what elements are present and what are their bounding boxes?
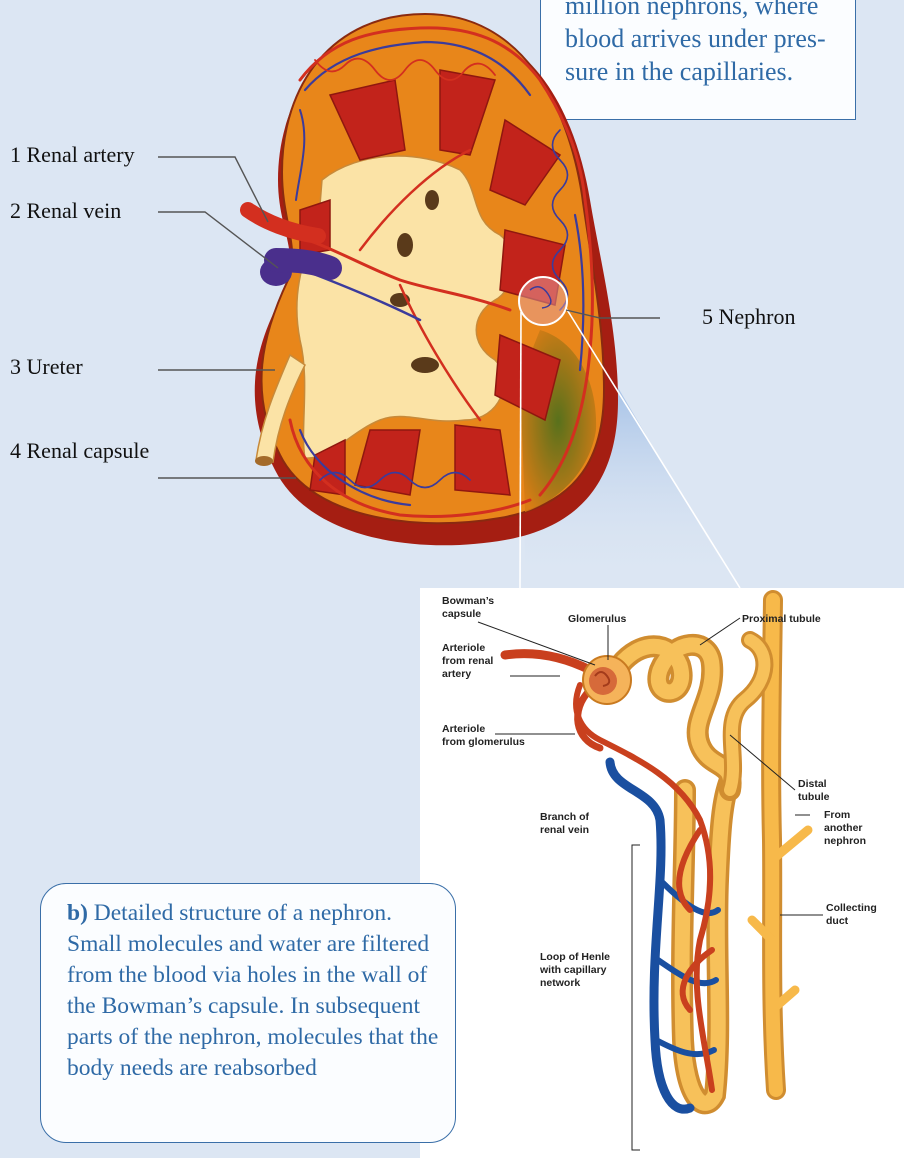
label-renal-artery: 1 Renal artery xyxy=(10,142,135,168)
zoom-line-left xyxy=(520,312,521,588)
label-collecting-duct-1: Collecting xyxy=(826,902,877,914)
label-distal-tubule-1: Distal xyxy=(798,778,827,790)
label-branch-vein-1: Branch of xyxy=(540,811,590,823)
label-loop-henle-1: Loop of Henle xyxy=(540,951,610,963)
label-arteriole-renal-2: from renal xyxy=(442,655,493,667)
label-collecting-duct-2: duct xyxy=(826,915,849,927)
label-branch-vein-2: renal vein xyxy=(540,824,589,836)
callout-b-text: Detailed structure of a nephron. Small m… xyxy=(67,900,438,1081)
label-loop-henle-2: with capillary xyxy=(539,964,607,976)
label-arteriole-glom-1: Arteriole xyxy=(442,723,485,735)
label-arteriole-renal-3: artery xyxy=(442,668,471,680)
label-distal-tubule-2: tubule xyxy=(798,791,830,803)
nephron-magnifier xyxy=(519,277,567,325)
label-proximal-tubule: Proximal tubule xyxy=(742,613,821,625)
label-arteriole-glom-2: from glomerulus xyxy=(442,736,525,748)
callout-b-prefix: b) xyxy=(67,900,88,926)
callout-nephron-description: b) Detailed structure of a nephron. Smal… xyxy=(40,883,456,1143)
label-another-nephron-2: another xyxy=(824,822,863,834)
label-bowmans-capsule-2: capsule xyxy=(442,608,481,620)
label-renal-vein: 2 Renal vein xyxy=(10,198,121,224)
label-arteriole-renal-1: Arteriole xyxy=(442,642,485,654)
label-renal-capsule: 4 Renal capsule xyxy=(10,438,149,464)
label-nephron: 5 Nephron xyxy=(702,304,795,330)
label-bowmans-capsule-1: Bowman’s xyxy=(442,595,494,607)
glomerulus-shape xyxy=(589,667,617,695)
label-glomerulus: Glomerulus xyxy=(568,613,627,625)
label-ureter: 3 Ureter xyxy=(10,354,83,380)
label-another-nephron-1: From xyxy=(824,809,850,821)
label-another-nephron-3: nephron xyxy=(824,835,866,847)
label-loop-henle-3: network xyxy=(540,977,580,989)
